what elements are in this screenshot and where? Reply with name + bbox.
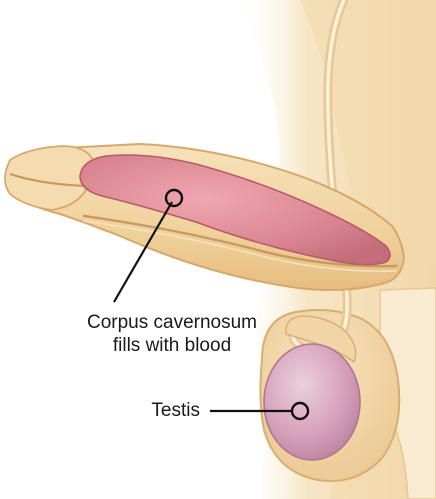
- corpus-label-line-2: fills with blood: [0, 334, 344, 357]
- testis: [264, 344, 360, 460]
- corpus-label-line-1: Corpus cavernosum: [0, 311, 344, 334]
- testis-label: Testis: [151, 399, 200, 422]
- corpus-cavernosum-label: Corpus cavernosum fills with blood: [0, 311, 344, 357]
